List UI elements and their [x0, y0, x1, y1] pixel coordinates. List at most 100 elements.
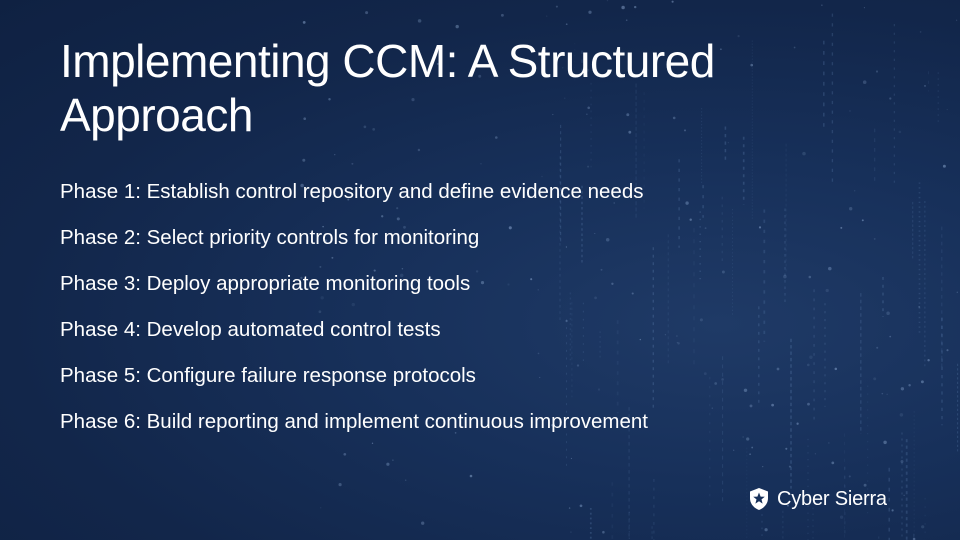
- rain-dot: [796, 422, 799, 425]
- rain-dot: [746, 437, 750, 441]
- rain-dot: [570, 531, 572, 533]
- rain-dot: [343, 452, 347, 456]
- phase-item: Phase 6: Build reporting and implement c…: [60, 410, 648, 433]
- rain-dot: [606, 0, 609, 2]
- rain-dot: [334, 154, 336, 156]
- rain-dot: [733, 449, 735, 451]
- rain-dot: [743, 388, 748, 393]
- rain-dot: [793, 46, 796, 49]
- rain-dot: [711, 407, 713, 409]
- rain-dot: [809, 355, 813, 359]
- rain-dot: [776, 367, 780, 371]
- brand-name: Cyber Sierra: [777, 487, 887, 510]
- rain-dot: [889, 97, 892, 100]
- rain-dot: [742, 436, 744, 438]
- rain-dot: [919, 31, 922, 33]
- phase-item: Phase 1: Establish control repository an…: [60, 180, 644, 203]
- rain-dot: [825, 288, 829, 293]
- rain-dot: [908, 384, 911, 387]
- rain-dot: [455, 24, 459, 29]
- rain-dot: [579, 504, 583, 508]
- rain-dot: [821, 4, 823, 6]
- rain-dot: [873, 237, 876, 240]
- rain-dot: [839, 515, 844, 519]
- rain-dot: [834, 367, 838, 371]
- rain-dot: [955, 19, 958, 21]
- rain-dot: [783, 274, 787, 279]
- rain-dot: [881, 392, 884, 395]
- rain-dot: [480, 163, 482, 165]
- rain-dot: [570, 457, 572, 459]
- rain-dot: [762, 465, 764, 468]
- rain-dot: [351, 162, 354, 165]
- rain-dot: [788, 465, 791, 468]
- rain-dot: [602, 530, 605, 534]
- rain-dot: [721, 378, 724, 381]
- rain-dot: [921, 525, 925, 529]
- rain-dot: [727, 141, 730, 144]
- rain-dot: [588, 10, 592, 14]
- rain-dot: [946, 109, 948, 111]
- rain-dot: [920, 380, 924, 384]
- rain-dot: [876, 346, 879, 349]
- rain-dot: [749, 404, 753, 408]
- rain-dot: [903, 494, 905, 496]
- rain-dot: [828, 266, 832, 271]
- rain-dot: [699, 318, 703, 322]
- rain-dot: [751, 446, 754, 449]
- rain-dot: [814, 453, 817, 455]
- rain-dot: [889, 335, 892, 338]
- rain-dot: [634, 5, 637, 9]
- rain-dot: [828, 442, 830, 444]
- rain-dot: [924, 85, 926, 87]
- rain-dot: [806, 363, 810, 367]
- rain-dot: [956, 291, 958, 293]
- rain-dot: [942, 164, 946, 168]
- phase-list: Phase 1: Establish control repository an…: [60, 176, 700, 452]
- rain-dot: [758, 226, 762, 229]
- rain-dot: [873, 377, 877, 381]
- rain-dot: [546, 15, 548, 17]
- rain-dot: [671, 0, 674, 3]
- rain-dot: [808, 275, 812, 279]
- rain-dot: [918, 305, 921, 308]
- rain-dot: [302, 158, 306, 162]
- rain-dot: [899, 413, 904, 417]
- rain-dot: [946, 349, 949, 352]
- phase-item: Phase 4: Develop automated control tests: [60, 318, 441, 341]
- brand-logo: Cyber Sierra: [748, 484, 887, 514]
- rain-dot: [587, 165, 590, 168]
- rain-dot: [898, 130, 902, 134]
- rain-dot: [721, 270, 725, 274]
- rain-dot: [500, 13, 504, 17]
- rain-dot: [749, 453, 751, 456]
- phase-item: Phase 3: Deploy appropriate monitoring t…: [60, 272, 471, 295]
- rain-dot: [886, 393, 888, 395]
- rain-dot: [392, 459, 394, 461]
- rain-dot: [831, 461, 835, 465]
- rain-dot: [703, 372, 707, 376]
- rain-dot: [883, 440, 887, 445]
- rain-dot: [891, 509, 894, 512]
- rain-dot: [555, 5, 558, 8]
- rain-dot: [302, 21, 306, 24]
- rain-dot: [417, 148, 421, 152]
- rain-dot: [849, 207, 853, 211]
- rain-dot: [861, 219, 864, 222]
- rain-dot: [875, 70, 879, 73]
- rain-dot: [927, 358, 930, 362]
- rain-dot: [863, 7, 865, 9]
- rain-dot: [338, 483, 342, 487]
- rain-dot: [840, 226, 843, 229]
- rain-dot: [386, 462, 390, 466]
- rain-dot: [862, 80, 867, 84]
- rain-dot: [365, 11, 369, 15]
- rain-dot: [848, 475, 851, 478]
- rain-dot: [704, 227, 707, 230]
- rain-dot: [886, 311, 890, 315]
- rain-dot: [568, 507, 571, 509]
- rain-dot: [565, 23, 568, 26]
- rain-dot: [785, 447, 788, 450]
- rain-dot: [625, 19, 628, 22]
